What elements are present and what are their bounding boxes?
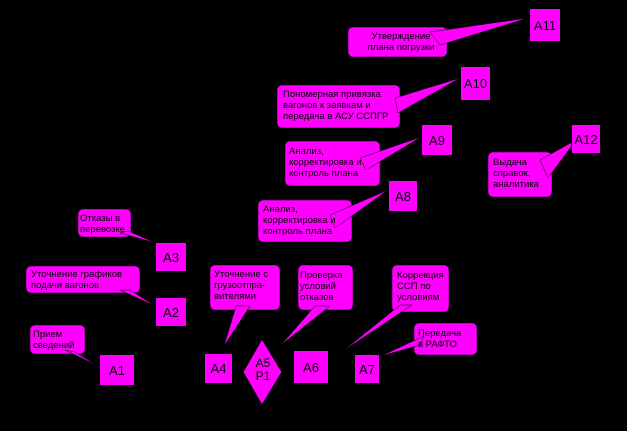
callout-a7-line2: ССП по (397, 281, 431, 292)
callout-text-a10: Пономерная привязка вагонов к заявкам и … (283, 89, 401, 122)
callout-text-a8: Анализ, корректировка и контроль плана (263, 204, 353, 237)
node-a4: A4 (204, 353, 233, 384)
callout-a7-line3: условиям (397, 292, 440, 303)
callout-a3-line1: Отказы в (80, 213, 121, 224)
node-a3: A3 (155, 242, 187, 272)
callout-a12-line2: справок, (493, 168, 531, 179)
callout-text-a7: Коррекция ССП по условиям (397, 270, 451, 303)
callout-a6-line2: условий (300, 281, 336, 292)
callout-a8-line2: корректировка и (263, 215, 336, 226)
callout-shape-a8 (257, 189, 389, 243)
node-a7: A7 (354, 354, 380, 384)
callout-rafto-line1: Передача (418, 328, 462, 339)
callout-text-a11: Утверждение плана погрузки (356, 31, 446, 53)
callout-a1-line2: сведений (33, 340, 75, 351)
callout-shape-a12 (487, 139, 577, 198)
node-a1: A1 (99, 354, 135, 386)
callout-a6-line1: Проверка (300, 270, 343, 281)
callout-a4-line1: Уточнение с (214, 269, 269, 280)
callout-a2-line1: Уточнение графиков (31, 269, 123, 280)
callout-rafto-line2: в РАФТО (418, 339, 457, 350)
callout-a12-line3: аналитика (493, 179, 539, 190)
callout-text-a4: Уточнение с грузоотпра- вителями (214, 269, 280, 302)
callout-a4-line2: грузоотпра- (214, 280, 266, 291)
callout-a11-line2: плана погрузки (367, 42, 435, 53)
callout-text-a1: Прием сведений (33, 329, 85, 351)
node-a11: A11 (529, 8, 561, 42)
callout-text-rafto: Передача в РАФТО (418, 328, 476, 350)
decision-diamond-a5 (242, 338, 283, 406)
node-a10: A10 (460, 66, 491, 101)
callout-text-a6: Проверка условий отказов (300, 270, 354, 303)
node-a8: A8 (388, 180, 418, 212)
node-a6: A6 (293, 350, 329, 384)
callout-shape-a2 (25, 265, 156, 307)
callout-shape-a4 (209, 264, 281, 347)
node-a5-label: A5 P1 (245, 357, 281, 383)
callout-shape-a3 (77, 208, 157, 244)
node-a9: A9 (421, 124, 453, 156)
callout-shape-a9 (284, 136, 422, 187)
callout-shape-a11 (347, 17, 529, 58)
callout-shape-a6 (280, 264, 354, 346)
node-p1: P1 (255, 369, 271, 383)
callout-a6-line3: отказов (300, 292, 334, 303)
callout-a8-line3: контроль плана (263, 226, 333, 237)
callout-shape-a1 (29, 324, 99, 367)
callout-shape-rafto (380, 322, 478, 357)
callout-a8-line1: Анализ, (263, 204, 298, 215)
node-a12: A12 (571, 124, 601, 154)
callout-a9-line3: контроль плана (289, 168, 359, 179)
callout-a4-line3: вителями (214, 291, 257, 302)
callout-a9-line1: Анализ, (289, 146, 324, 157)
callout-a2-line2: подачи вагонов (31, 280, 100, 291)
callout-text-a9: Анализ, корректировка и контроль плана (289, 146, 381, 179)
callout-a11-line1: Утверждение (371, 31, 431, 42)
callout-a10-line1: Пономерная привязка (283, 89, 381, 100)
node-a5: A5 (255, 356, 271, 370)
callout-text-a3: Отказы в перевозке (80, 213, 132, 235)
callout-shape-a7 (342, 264, 450, 352)
callout-a10-line2: вагонов к заявкам и (283, 100, 371, 111)
callout-a10-line3: передача в АСУ ССПГР (283, 111, 389, 122)
callout-a3-line2: перевозке (80, 224, 126, 235)
node-a2: A2 (155, 297, 187, 327)
callout-text-a2: Уточнение графиков подачи вагонов (31, 269, 141, 291)
callout-text-a12: Выдача справок, аналитика (493, 157, 553, 190)
callout-shape-a10 (276, 77, 461, 129)
callout-a12-line1: Выдача (493, 157, 528, 168)
callout-a7-line1: Коррекция (397, 270, 444, 281)
callout-a9-line2: корректировка и (289, 157, 362, 168)
callout-a1-line1: Прием (33, 329, 63, 340)
